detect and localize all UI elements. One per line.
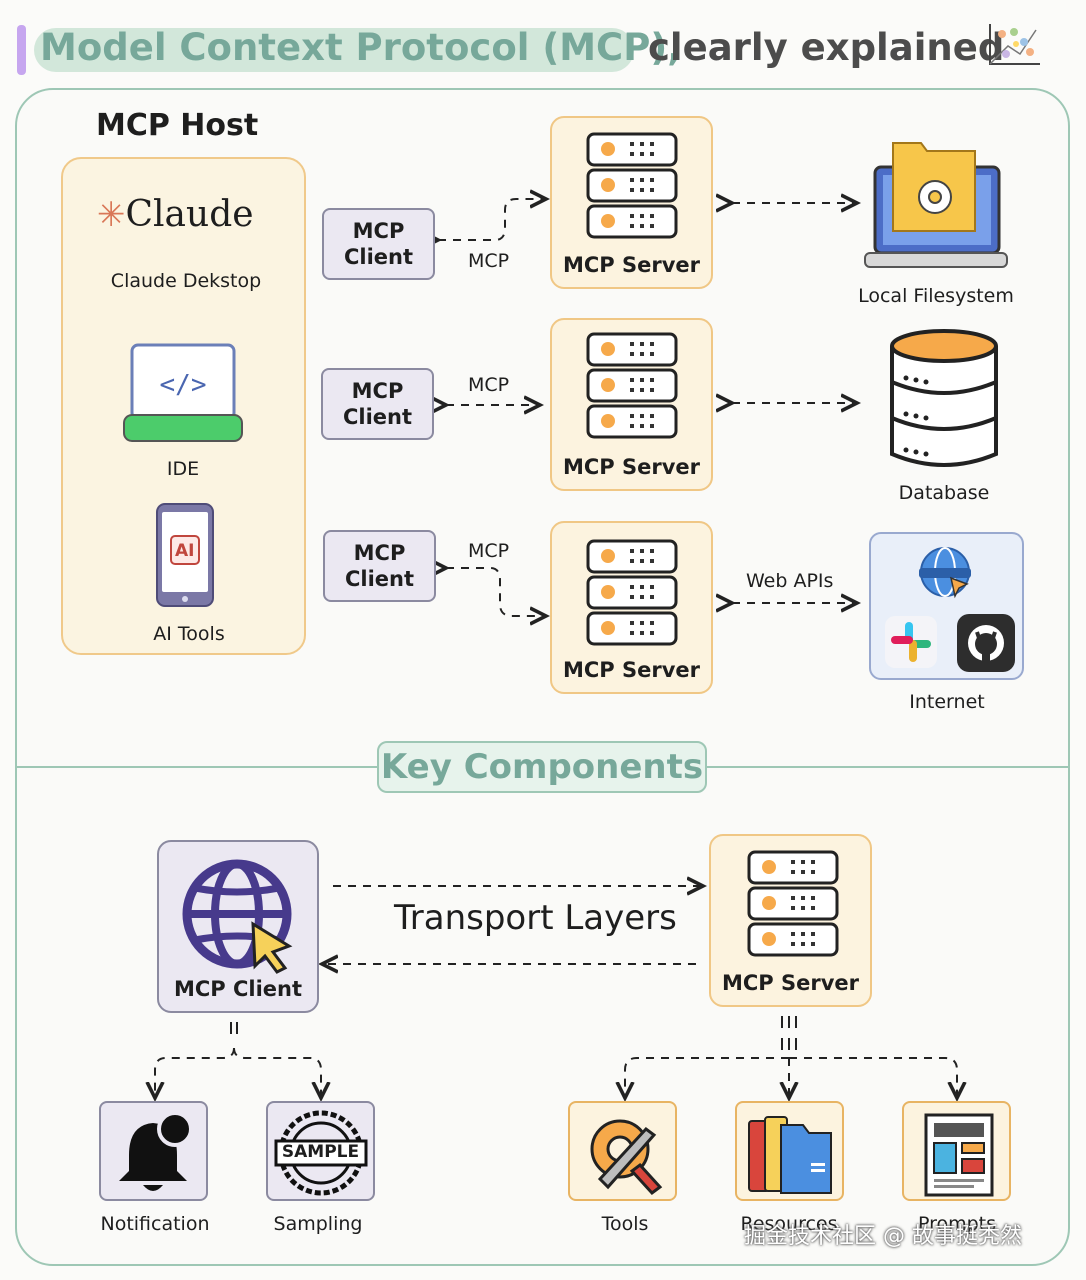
globe-cursor-icon (181, 858, 299, 980)
server-rack-icon (586, 132, 678, 246)
feature-label: Prompts (917, 1213, 997, 1235)
feature-label: Sampling (273, 1213, 363, 1235)
slack-icon (883, 614, 939, 674)
claude-logo-text: Claude (125, 194, 254, 235)
protocol-label: MCP (468, 250, 510, 272)
database-icon (888, 328, 1000, 478)
claude-logo: ✳Claude (97, 194, 254, 235)
page-title: Model Context Protocol (MCP), (40, 26, 682, 69)
server-label: MCP Server (562, 253, 701, 277)
server-rack-icon (747, 850, 839, 964)
server-label: MCP Server (562, 658, 701, 682)
title-accent-bar (17, 25, 26, 75)
feature-label: Notification (100, 1213, 210, 1235)
client-label: MCP Client (173, 977, 303, 1001)
tools-icon (580, 1109, 670, 1203)
host-app-label: IDE (166, 458, 200, 480)
mcp-server-box: MCP Server (550, 116, 713, 289)
client-label: MCP (353, 541, 406, 565)
sample-stamp-icon (274, 1109, 368, 1201)
protocol-label: MCP (468, 374, 510, 396)
mcp-client-component: MCP Client (157, 840, 319, 1013)
code-laptop-icon: </> (122, 343, 244, 449)
resource-label: Internet (909, 691, 985, 713)
folders-icon (745, 1111, 837, 1201)
prompts-box (902, 1101, 1011, 1201)
watermark: 掘金技术社区 @ 故事挺秃然 (744, 1224, 1022, 1249)
feature-label: Resources (740, 1213, 838, 1235)
notification-box (99, 1101, 208, 1201)
chart-logo-icon (984, 20, 1044, 74)
svg-text:</>: </> (160, 370, 207, 400)
github-icon (955, 612, 1017, 678)
title-highlight (34, 28, 634, 72)
internet-box (869, 532, 1024, 680)
mcp-server-box: MCP Server (550, 521, 713, 694)
claude-star-icon: ✳ (97, 195, 126, 235)
client-label: Client (344, 567, 415, 591)
sampling-box: SAMPLE (266, 1101, 375, 1201)
folder-laptop-icon (863, 135, 1009, 275)
resource-label: Database (898, 482, 990, 504)
resource-label: Local Filesystem (858, 285, 1014, 307)
server-rack-icon (586, 539, 678, 653)
mcp-server-component: MCP Server (709, 834, 872, 1007)
server-rack-icon (586, 332, 678, 446)
resources-box (735, 1101, 844, 1201)
host-app-label: Claude Dekstop (110, 270, 262, 292)
page-subtitle: clearly explained (648, 26, 1005, 69)
ai-phone-icon (155, 502, 215, 612)
protocol-label: MCP (468, 540, 510, 562)
key-components-heading: Key Components (377, 741, 707, 793)
client-label: Client (342, 405, 413, 429)
sample-stamp-text: SAMPLE (281, 1142, 360, 1162)
web-apis-label: Web APIs (746, 570, 834, 592)
transport-layers-label: Transport Layers (394, 898, 677, 938)
host-title: MCP Host (96, 108, 259, 143)
client-label: MCP (352, 219, 405, 243)
mcp-server-box: MCP Server (550, 318, 713, 491)
server-label: MCP Server (721, 971, 860, 995)
web-globe-icon (917, 544, 977, 604)
tools-box (568, 1101, 677, 1201)
document-icon (922, 1111, 996, 1203)
feature-label: Tools (601, 1213, 649, 1235)
client-label: MCP (351, 379, 404, 403)
server-label: MCP Server (562, 455, 701, 479)
host-app-label: AI Tools (153, 623, 225, 645)
client-label: Client (343, 245, 414, 269)
ai-badge: AI (175, 541, 195, 561)
bell-icon (113, 1111, 199, 1201)
